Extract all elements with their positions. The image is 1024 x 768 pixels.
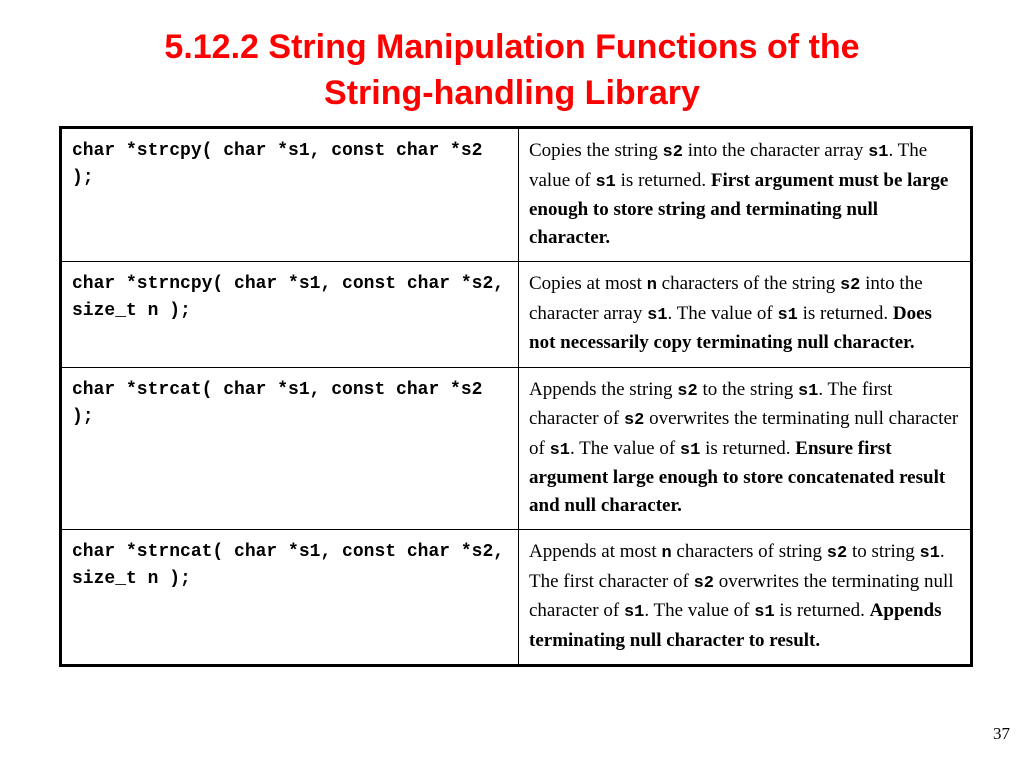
description-text: characters of the string (656, 273, 840, 294)
description-text: overwrites the terminating null characte… (529, 570, 954, 622)
emphasis-text: First argument must be large enough to s… (529, 169, 949, 248)
code-identifier: s2 (839, 276, 861, 295)
description-text: is returned. (774, 600, 870, 621)
prototype-cell: char *strncpy( char *s1, const char *s2,… (60, 261, 519, 368)
description-text: overwrites the terminating null characte… (529, 408, 959, 459)
code-identifier: n (661, 544, 672, 563)
description-text: into the character array (529, 273, 923, 324)
description-text: Copies at most (529, 273, 647, 294)
table-row: char *strcat( char *s1, const char *s2 )… (60, 366, 972, 530)
description-cell: Appends the string s2 to the string s1. … (518, 366, 972, 530)
slide-title: 5.12.2 String Manipulation Functions of … (0, 24, 1024, 116)
description-cell: Copies at most n characters of the strin… (518, 261, 972, 368)
table-row: char *strncpy( char *s1, const char *s2,… (60, 261, 972, 368)
emphasis-text: Does not necessarily copy terminating nu… (529, 302, 932, 354)
description-text: . The first character of (529, 541, 945, 592)
description-text: to string (847, 541, 920, 562)
description-text: characters of string (671, 541, 827, 562)
code-identifier: s1 (777, 305, 798, 325)
description-cell: Appends at most n characters of string s… (518, 529, 972, 666)
code-identifier: s1 (797, 381, 819, 401)
description-text: into the character array (682, 140, 869, 161)
emphasis-text: Appends terminating null character to re… (529, 600, 942, 651)
page-number: 37 (993, 724, 1010, 743)
code-identifier: s1 (623, 603, 645, 622)
code-identifier: s1 (868, 143, 889, 162)
code-identifier: s1 (595, 172, 616, 192)
code-identifier: s1 (647, 305, 668, 325)
code-identifier: s2 (623, 411, 645, 430)
code-identifier: s2 (677, 381, 698, 401)
description-text: . The first character of (529, 378, 893, 430)
table-row: char *strncat( char *s1, const char *s2,… (60, 529, 972, 666)
description-text: . The value of (529, 140, 928, 191)
description-cell: Copies the string s2 into the character … (518, 127, 972, 262)
description-text: Appends the string (529, 378, 678, 400)
code-identifier: s2 (826, 544, 848, 563)
description-text: . The value of (569, 437, 680, 459)
prototype-cell: char *strncat( char *s1, const char *s2,… (60, 529, 519, 666)
emphasis-text: Ensure first argument large enough to st… (529, 437, 946, 516)
code-identifier: s2 (662, 143, 683, 162)
code-identifier: s2 (693, 573, 714, 593)
table-row: char *strcpy( char *s1, const char *s2 )… (60, 127, 972, 262)
slide-title-line-2: String-handling Library (324, 74, 700, 112)
description-text: is returned. (797, 302, 893, 324)
description-text: is returned. (615, 169, 711, 191)
code-identifier: n (646, 276, 657, 295)
code-identifier: s1 (549, 440, 570, 460)
prototype-cell: char *strcat( char *s1, const char *s2 )… (60, 366, 519, 530)
slide-title-line-1: 5.12.2 String Manipulation Functions of … (164, 28, 860, 66)
function-table: char *strcpy( char *s1, const char *s2 )… (59, 126, 973, 667)
description-text: . The value of (667, 302, 778, 324)
description-text: . The value of (644, 600, 755, 621)
code-identifier: s1 (754, 603, 775, 622)
description-text: Appends at most (529, 541, 662, 562)
description-text: is returned. (700, 437, 796, 459)
description-text: Copies the string (529, 140, 663, 161)
code-identifier: s1 (919, 544, 940, 563)
prototype-cell: char *strcpy( char *s1, const char *s2 )… (60, 127, 519, 262)
description-text: to the string (697, 378, 798, 400)
code-identifier: s1 (679, 440, 701, 460)
